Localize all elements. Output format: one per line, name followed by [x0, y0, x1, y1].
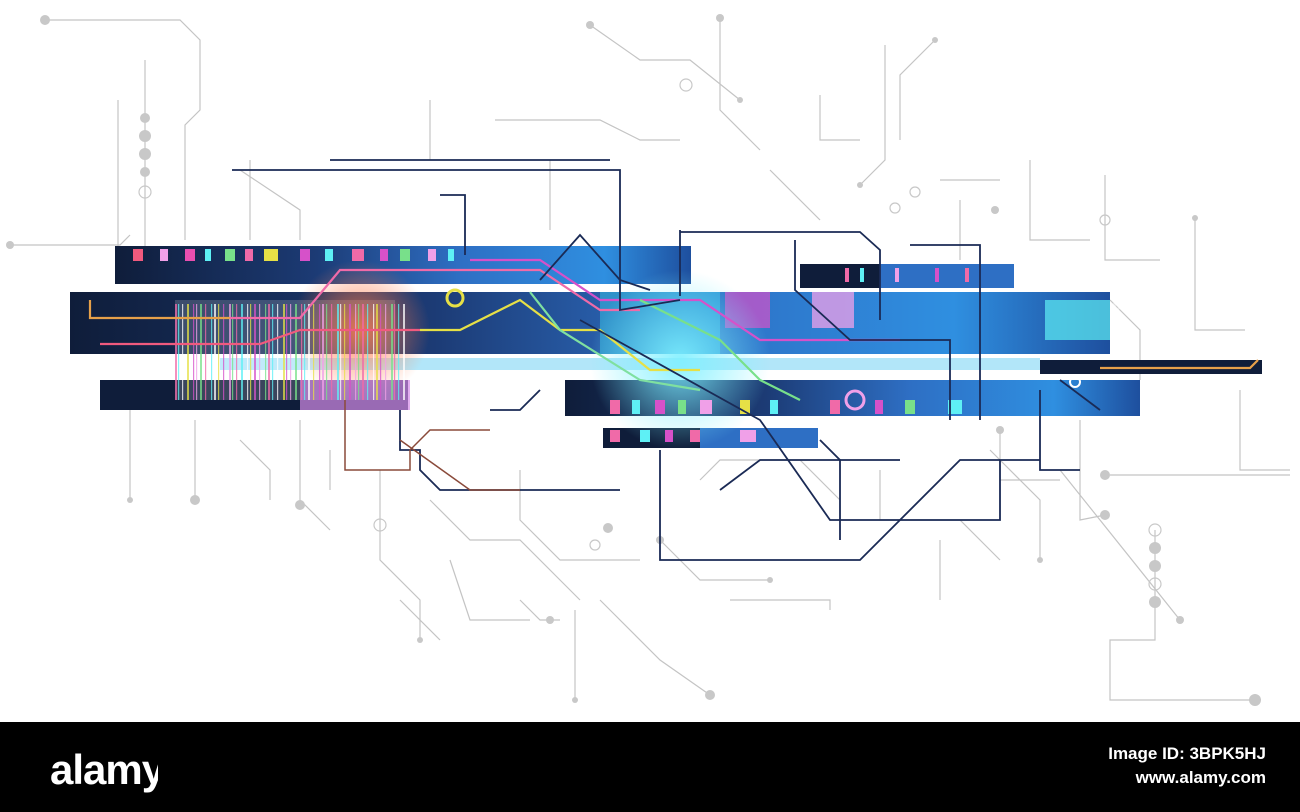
ring-nodes — [445, 288, 1081, 411]
image-id-block: Image ID: 3BPK5HJ www.alamy.com — [1108, 742, 1266, 790]
stock-footer: alamy Image ID: 3BPK5HJ www.alamy.com — [0, 722, 1300, 812]
artwork: alamy alamy alamy — [0, 14, 1290, 706]
circuit-board-artwork: alamy alamy alamy — [0, 14, 1290, 706]
background-circuit-traces — [10, 18, 1290, 701]
watermark-text-left: alamy — [0, 598, 136, 651]
dark-circuit-lines — [232, 159, 1101, 561]
site-url: www.alamy.com — [1135, 768, 1266, 787]
alamy-logo: alamy — [50, 746, 158, 793]
svg-text:alamy: alamy — [50, 746, 158, 793]
image-id-label: Image ID: 3BPK5HJ — [1108, 744, 1266, 763]
barcode-stripes — [175, 304, 405, 400]
brown-circuit-lines — [344, 400, 520, 491]
digital-bands — [70, 246, 1262, 450]
colored-circuit-lines — [88, 258, 1259, 401]
background-circuit-nodes — [6, 14, 1261, 706]
pixel-squares — [133, 249, 969, 442]
